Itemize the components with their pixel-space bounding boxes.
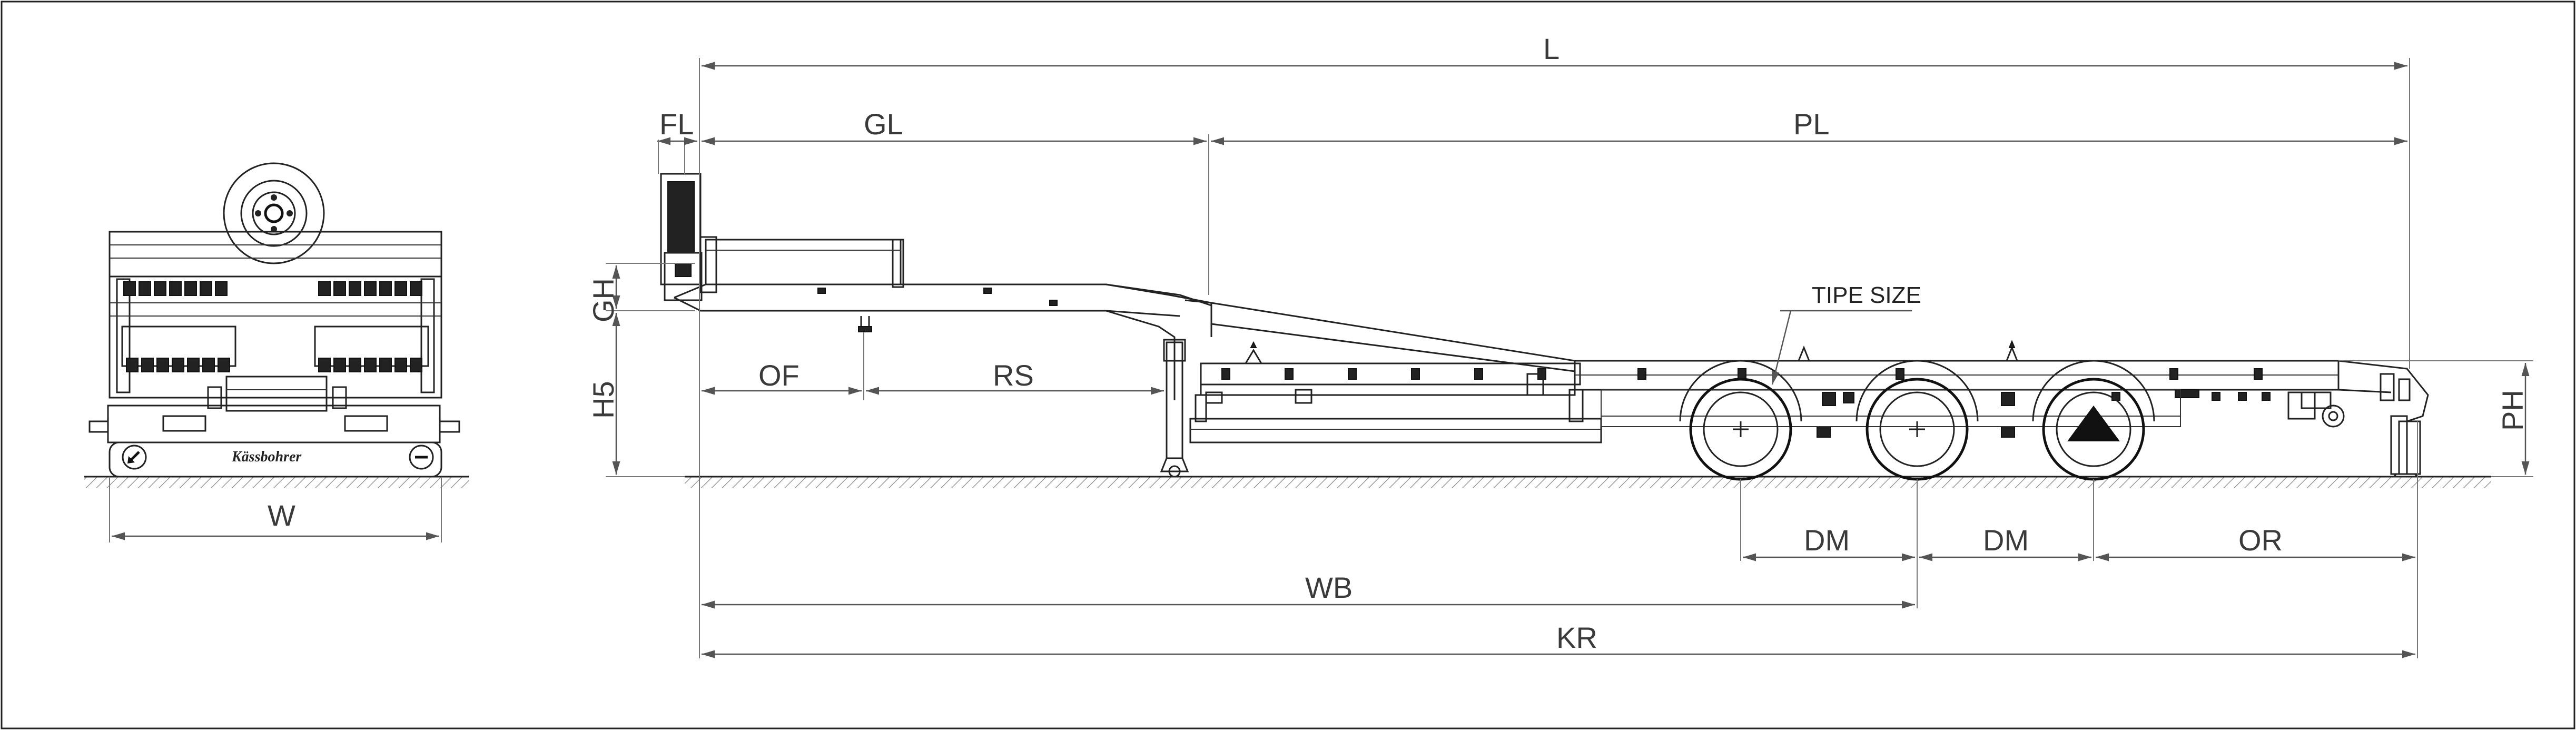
dim-dm2-label: DM [1983, 524, 2029, 557]
wheel-axle-3 [2032, 360, 2155, 481]
triangle-up-icon [2067, 406, 2120, 441]
front-lower-slots [126, 358, 422, 372]
front-view: Kässbohrer W [84, 162, 469, 542]
front-ground-hatch [84, 477, 469, 488]
front-upper-slots [123, 281, 422, 296]
dim-ph-label: PH [2496, 390, 2529, 431]
dim-wb-label: WB [1305, 571, 1353, 604]
dim-w-label: W [268, 499, 295, 532]
dim-l-label: L [1543, 32, 1560, 65]
dim-gl-label: GL [864, 107, 903, 141]
dim-of-label: OF [758, 359, 800, 392]
brand-logo: Kässbohrer [231, 449, 302, 465]
dim-gh-label: GH [587, 278, 620, 322]
dim-pl-label: PL [1793, 107, 1830, 141]
tire-size-label: TIPE SIZE [1812, 282, 1921, 308]
dim-fl-label: FL [659, 107, 694, 141]
wheel-axle-1 [1679, 360, 1802, 481]
side-view: TIPE SIZE L FL GL PL GH [587, 32, 2533, 658]
spare-wheel-icon [223, 162, 325, 264]
arrow-down-left-icon [127, 451, 140, 463]
dim-h5-label: H5 [587, 381, 620, 419]
wheel-axle-2 [1855, 360, 1979, 481]
dim-kr-label: KR [1556, 621, 1597, 654]
side-ground-hatch [685, 477, 2491, 488]
dim-or-label: OR [2238, 524, 2283, 557]
dim-rs-label: RS [993, 359, 1034, 392]
dim-dm1-label: DM [1804, 524, 1850, 557]
